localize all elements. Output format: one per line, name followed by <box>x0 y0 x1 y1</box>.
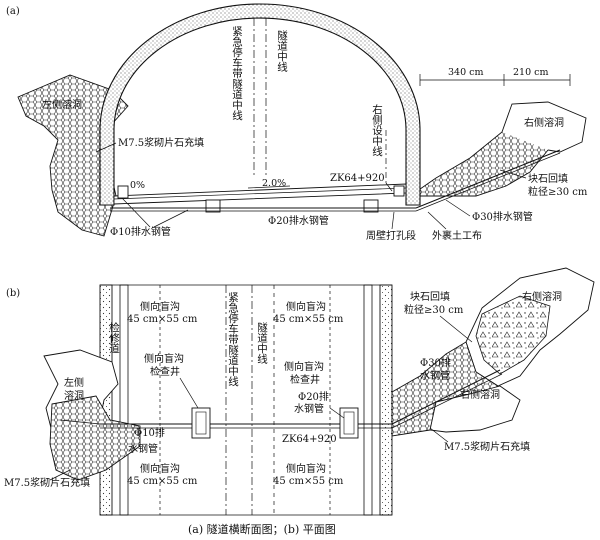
left-cave-label-b1: 左侧 <box>64 376 84 389</box>
phi30-pipe-b <box>391 369 501 425</box>
phi20-label-a: Φ20排水钢管 <box>268 214 329 227</box>
boulder-backfill-1-a: 块石回填 <box>528 172 568 185</box>
road-slab <box>113 183 407 205</box>
right-cave-mid-b <box>429 385 521 433</box>
panel-a-cross-section: (a) 紧急停车带隧道中线 隧道中线 右侧设中线 <box>6 3 588 242</box>
panel-b-plan-view: (b) 检修道 紧急停车带隧道中线 <box>4 267 595 516</box>
emergency-centerline-label-b: 紧急停车带隧道中线 <box>227 292 239 387</box>
right-cave-outline <box>501 101 587 153</box>
phi10-label-b2: 水钢管 <box>128 442 158 455</box>
tunnel-lining <box>99 3 421 206</box>
inspection-well-left-inner <box>195 411 207 435</box>
panel-b-tag: (b) <box>6 288 20 299</box>
ditch-size-bottom-left: 45 cm×55 cm <box>127 476 198 487</box>
station-label-b: ZK64+920 <box>282 434 337 445</box>
ditch-label-top-left: 侧向盲沟 <box>140 300 180 313</box>
right-ditch-2 <box>363 199 379 213</box>
left-ditch-2 <box>205 199 221 213</box>
inspection-well-right-inner <box>343 411 355 435</box>
left-cave-fill-b <box>49 395 141 481</box>
ditch-size-top-right: 45 cm×55 cm <box>273 314 344 325</box>
boulder-label-b2: 粒径≥30 cm <box>404 303 464 316</box>
tunnel-centerline-label-a: 隧道中线 <box>276 29 288 72</box>
masonry-fill-left-label-b: M7.5浆砌片石充填 <box>4 476 90 489</box>
inspection-well-right <box>339 407 359 439</box>
right-cave-top-label-b: 右侧溶洞 <box>522 290 562 303</box>
slope-left-label: 0% <box>130 180 145 191</box>
left-cave-label-b2: 溶洞 <box>64 389 84 402</box>
well-right-label-2: 检查井 <box>290 373 320 386</box>
perforated-label: 周壁打孔段 <box>366 229 416 242</box>
phi10-label-b1: Φ10排 <box>134 426 165 439</box>
dim-210-label: 210 cm <box>513 67 548 78</box>
well-right-label-1: 侧向盲沟 <box>284 360 324 373</box>
boulder-label-b1: 块石回填 <box>410 290 450 303</box>
right-centerline-label-a: 右侧设中线 <box>371 103 383 156</box>
maintenance-path-label: 检修道 <box>108 321 120 353</box>
ditch-label-top-right: 侧向盲沟 <box>286 300 326 313</box>
well-left-label-2: 检查井 <box>150 365 180 378</box>
right-wall <box>379 284 393 516</box>
panel-a-tag: (a) <box>6 6 20 17</box>
ditch-label-bottom-left: 侧向盲沟 <box>140 462 180 475</box>
phi30-label-b2: 水钢管 <box>420 369 450 382</box>
dim-340-label: 340 cm <box>448 67 483 78</box>
tunnel-centerline-label-b: 隧道中线 <box>256 321 268 364</box>
station-label-a: ZK64+920 <box>330 173 385 184</box>
phi30-pipe-a <box>415 149 561 209</box>
phi30-label-a: Φ30排水钢管 <box>472 210 533 223</box>
figure-caption: (a) 隧道横断面图；(b) 平面图 <box>188 522 336 536</box>
boulder-backfill-2-a: 粒径≥30 cm <box>528 185 588 198</box>
phi10-label-a: Φ10排水钢管 <box>110 225 171 238</box>
right-inner-wall <box>363 284 373 516</box>
emergency-centerline-label-a: 紧急停车带隧道中线 <box>231 26 243 121</box>
right-cave-label-a: 右侧溶洞 <box>524 116 564 129</box>
slope-mid-label: 2.0% <box>262 178 286 189</box>
ditch-label-bottom-right: 侧向盲沟 <box>286 462 326 475</box>
ditch-size-bottom-right: 45 cm×55 cm <box>273 476 344 487</box>
phi10-pipe-b <box>59 419 101 425</box>
ditch-size-top-left: 45 cm×55 cm <box>127 314 198 325</box>
masonry-fill-label-a: M7.5浆砌片石充填 <box>118 136 204 149</box>
right-cave-mid-label-b: 右侧溶洞 <box>460 388 500 401</box>
masonry-fill-right-label-b: M7.5浆砌片石充填 <box>444 440 530 453</box>
left-cave-label-a: 左侧溶洞 <box>42 98 82 111</box>
well-left-label-1: 侧向盲沟 <box>144 352 184 365</box>
inspection-well-left <box>191 407 211 439</box>
phi20-label-b2: 水钢管 <box>294 402 324 415</box>
right-cave-top-tri <box>475 295 551 375</box>
phi20-label-b1: Φ20排 <box>298 390 329 403</box>
geotextile-label: 外裹土工布 <box>432 229 482 242</box>
left-ditch <box>117 185 129 199</box>
phi30-label-b1: Φ30排 <box>420 356 451 369</box>
right-ditch <box>393 185 405 197</box>
